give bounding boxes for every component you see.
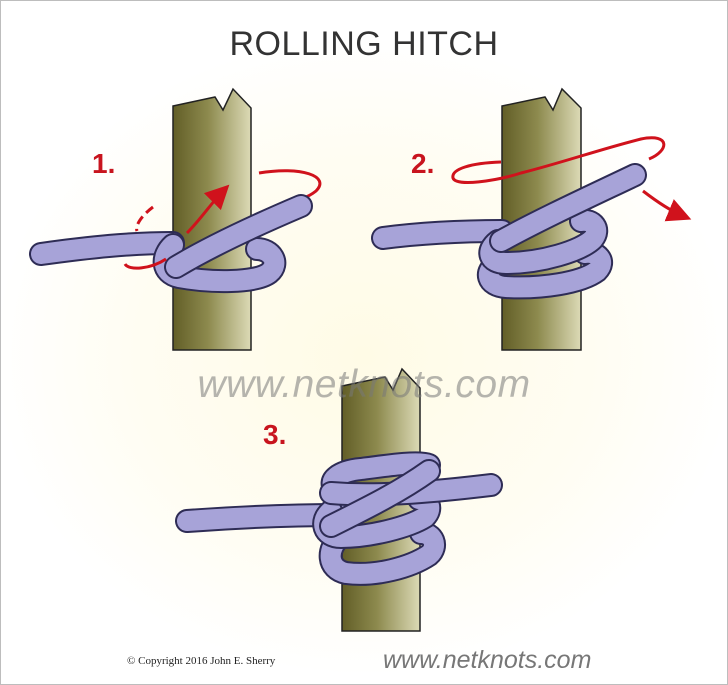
step-1-arrow-head-line bbox=[185, 184, 230, 235]
post-1 bbox=[172, 87, 252, 351]
step-1-arrow-back-right bbox=[258, 169, 322, 200]
step-2-number: 2. bbox=[411, 148, 435, 179]
rope-3 bbox=[175, 451, 503, 586]
step-3-number: 3. bbox=[263, 419, 287, 450]
rope-2 bbox=[371, 163, 647, 300]
footer-url: www.netknots.com bbox=[383, 646, 592, 674]
step-1-arrow-back bbox=[135, 205, 154, 232]
copyright-notice: © Copyright 2016 John E. Sherry bbox=[127, 655, 276, 667]
step-3-illustration bbox=[175, 367, 503, 632]
step-2-arrow-loop bbox=[451, 136, 666, 184]
diagram-title: ROLLING HITCH bbox=[229, 25, 499, 63]
step-1-illustration bbox=[29, 87, 322, 351]
step-1-arrow-front bbox=[123, 257, 167, 270]
step-2-arrow-out bbox=[642, 189, 692, 222]
step-1-number: 1. bbox=[92, 148, 116, 179]
step-2-illustration bbox=[371, 87, 692, 351]
watermark-url: www.netknots.com bbox=[197, 363, 531, 406]
rope-1 bbox=[29, 194, 313, 294]
